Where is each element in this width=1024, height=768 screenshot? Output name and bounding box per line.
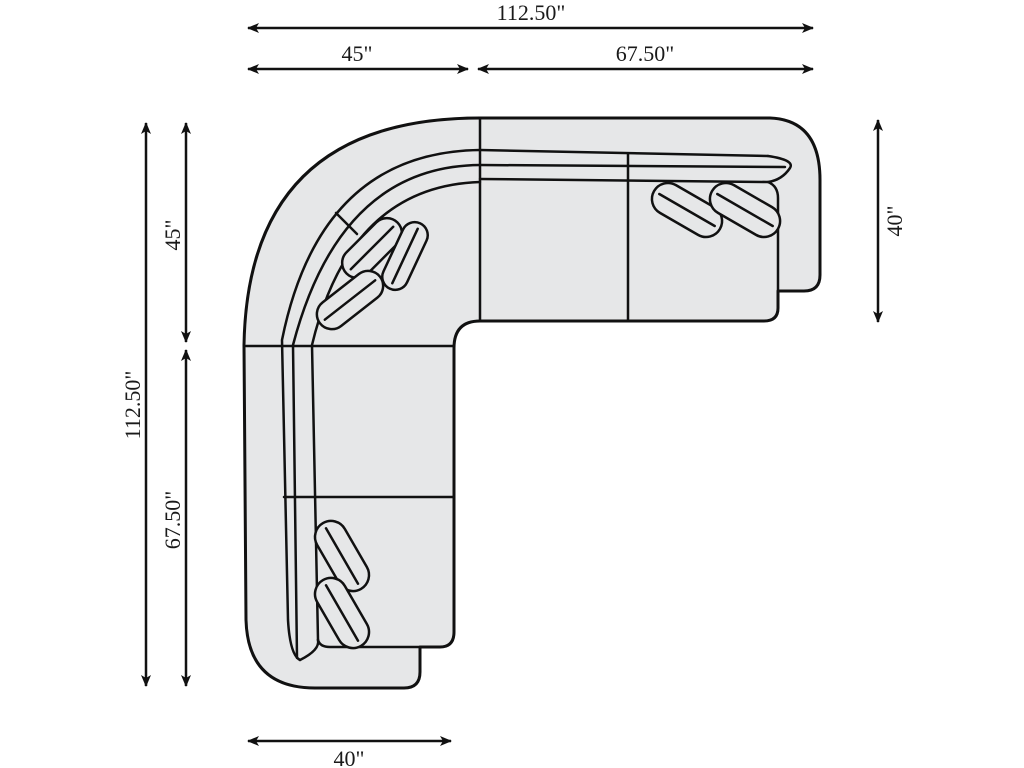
pillow	[708, 181, 782, 239]
dimension-label: 45"	[342, 41, 373, 66]
pillow	[313, 576, 371, 650]
pillow	[313, 519, 371, 593]
seat-dividers	[244, 116, 780, 649]
dimension-label: 40"	[334, 746, 365, 768]
dimension-label: 112.50"	[497, 0, 566, 25]
pillows-top-right	[650, 181, 782, 239]
pillows-corner	[315, 216, 429, 331]
dimension-left-lower: 67.50"	[160, 349, 191, 687]
pillows-bottom-left	[313, 519, 371, 650]
dimension-right-depth: 40"	[873, 119, 907, 323]
dimension-top-left: 45"	[247, 41, 469, 74]
pillow	[381, 220, 429, 292]
dimension-bottom-depth: 40"	[247, 736, 452, 768]
dimension-label: 40"	[882, 206, 907, 237]
back-rail	[280, 148, 792, 662]
dimension-left-upper: 45"	[160, 122, 191, 343]
dimension-label: 67.50"	[160, 491, 185, 549]
dimension-top-right: 67.50"	[477, 41, 814, 74]
pillow	[315, 269, 385, 331]
pillow	[340, 216, 404, 280]
pillow	[650, 181, 724, 239]
dimension-label: 112.50"	[120, 371, 145, 440]
dimension-label: 67.50"	[616, 41, 674, 66]
dimension-left-total: 112.50"	[120, 122, 151, 687]
dimension-top-total: 112.50"	[247, 0, 814, 33]
dimension-label: 45"	[160, 220, 185, 251]
